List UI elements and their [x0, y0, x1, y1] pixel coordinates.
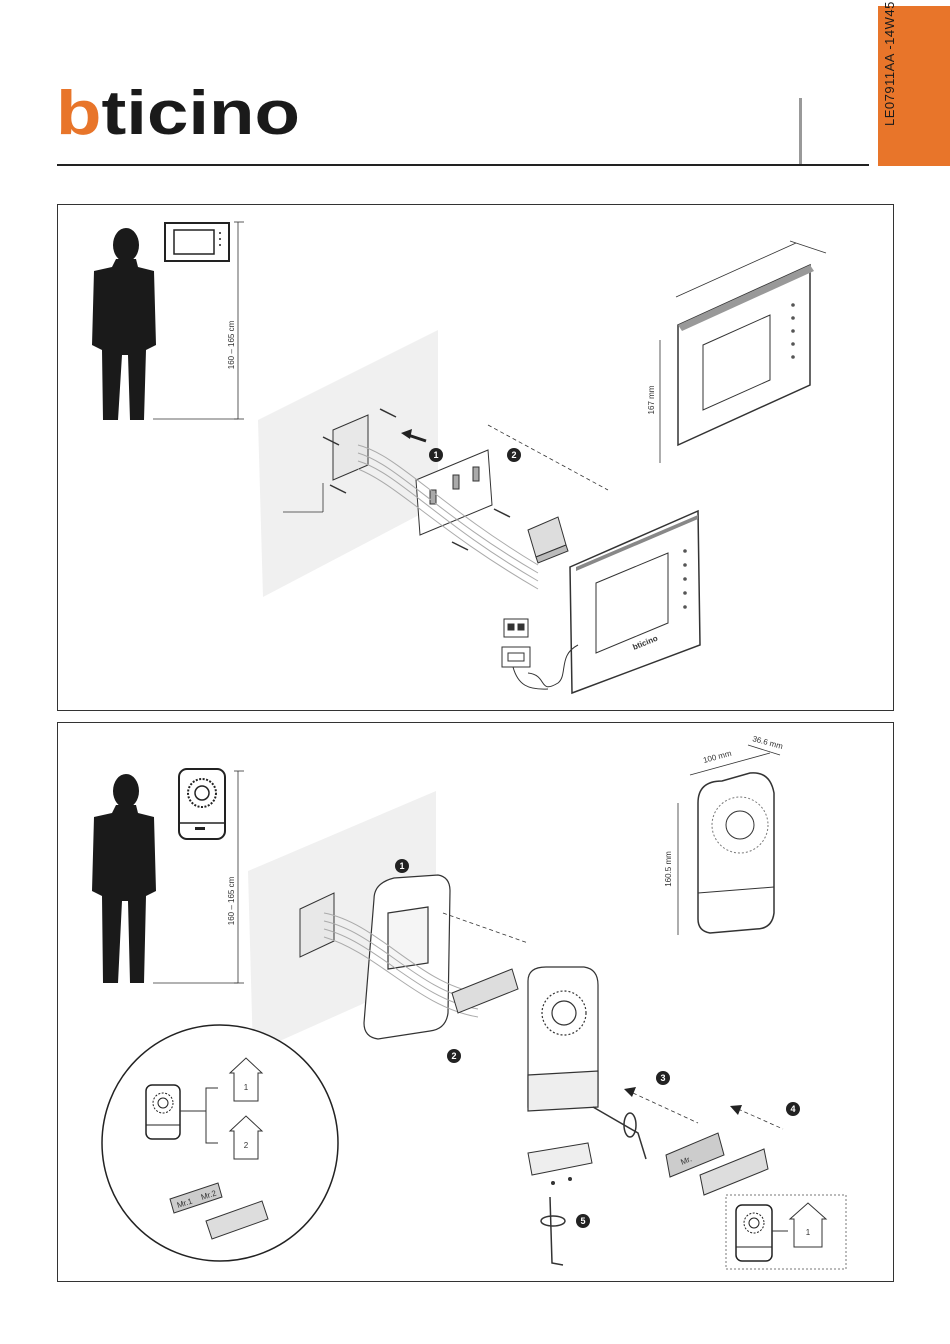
doorstation-device [528, 967, 598, 1111]
step-2-badge: 2 [511, 450, 516, 460]
terminal-block [452, 969, 518, 1013]
inset-box [726, 1195, 846, 1269]
step-4-badge: 4 [790, 1104, 795, 1114]
step-1-badge: 1 [433, 450, 438, 460]
power-supply [502, 619, 578, 689]
dashed-guide [488, 425, 608, 490]
doorstation-icon [179, 769, 225, 839]
allen-key [541, 1107, 646, 1265]
monitor-icon [165, 223, 229, 261]
button-label-1: 1 [244, 1083, 249, 1092]
person-silhouette [92, 228, 156, 420]
monitor-dimension-drawing [660, 241, 826, 463]
monitor-height-label: 167 mm [647, 385, 656, 414]
screw-pins [551, 1177, 572, 1185]
nameplate: Mr. [666, 1133, 768, 1195]
detail-circle [102, 1025, 338, 1261]
doorstation-depth-label: 36.6 mm [751, 734, 784, 751]
step-1-badge: 1 [399, 861, 404, 871]
doorstation-width-label: 100 mm [702, 749, 733, 765]
doorstation-dimension-drawing [678, 745, 780, 935]
doorstation-installation-panel: 160 – 165 cm 1 2 [57, 722, 894, 1282]
header-divider [799, 98, 802, 164]
document-code: LE07911AA -14W45 [882, 0, 897, 126]
terminal-block [528, 517, 568, 563]
header-rule [57, 164, 869, 166]
mounting-frame [364, 875, 450, 1039]
step-2-badge: 2 [451, 1051, 456, 1061]
height-range-label: 160 – 165 cm [227, 876, 236, 925]
monitor-device: bticino [570, 511, 700, 693]
bottom-cover [528, 1143, 592, 1175]
height-range-label: 160 – 165 cm [227, 320, 236, 369]
person-silhouette [92, 774, 156, 983]
monitor-installation-panel: 160 – 165 cm 1 [57, 204, 894, 711]
step-5-badge: 5 [580, 1216, 585, 1226]
step-3-badge: 3 [660, 1073, 665, 1083]
doorstation-height-label: 160.5 mm [664, 851, 673, 887]
button-label-2: 2 [244, 1141, 249, 1150]
document-code-tab: LE07911AA -14W45 [878, 6, 950, 166]
dashed-guide [443, 913, 528, 943]
inset-button-label: 1 [806, 1228, 811, 1237]
